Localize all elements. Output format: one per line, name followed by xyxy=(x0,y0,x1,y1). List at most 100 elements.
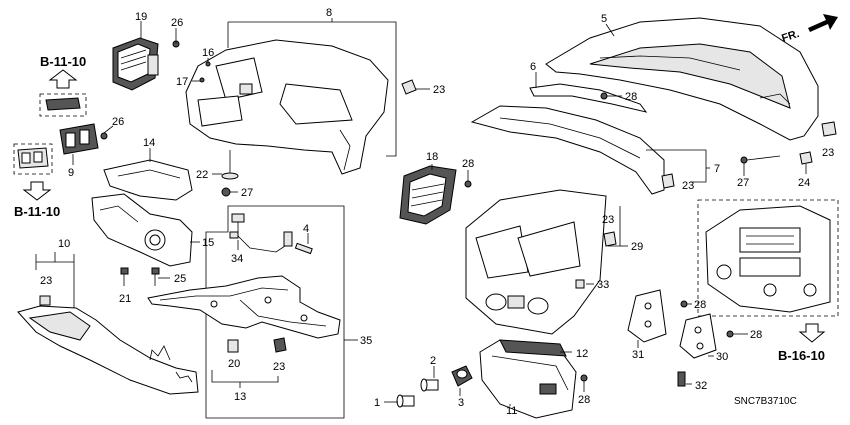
clip-23-garnish xyxy=(661,173,675,189)
callout-25: 25 xyxy=(174,273,186,285)
callout-26-left: 26 xyxy=(112,116,124,128)
clip-24 xyxy=(799,151,813,165)
callout-24: 24 xyxy=(798,177,810,189)
callout-2: 2 xyxy=(430,355,436,367)
screw-28-glovebox xyxy=(580,374,588,382)
callout-9: 9 xyxy=(68,167,74,179)
callout-21: 21 xyxy=(119,293,131,305)
bolt-32 xyxy=(677,371,686,387)
callout-32: 32 xyxy=(695,380,707,392)
callout-29: 29 xyxy=(631,241,643,253)
bolt-26-left xyxy=(100,132,108,140)
callout-30: 30 xyxy=(716,351,728,363)
part-30-bracket xyxy=(679,313,717,359)
part-19-side-vent xyxy=(112,37,159,91)
part-3-lighter-ring xyxy=(451,365,473,387)
part-12-glove-box-lid xyxy=(499,339,567,357)
screw-27-right xyxy=(740,156,748,164)
screw-28-bracket xyxy=(600,92,608,100)
callout-19: 19 xyxy=(135,11,147,23)
callout-28-b30: 28 xyxy=(750,329,762,341)
callout-12: 12 xyxy=(576,348,588,360)
clip-23-frame xyxy=(273,337,287,353)
callout-11: 11 xyxy=(506,405,517,417)
small-switch-top xyxy=(45,97,81,111)
callout-31: 31 xyxy=(632,349,644,361)
callout-13: 13 xyxy=(234,391,246,403)
part-31-bracket xyxy=(627,289,667,343)
callout-18: 18 xyxy=(426,151,438,163)
callout-16: 16 xyxy=(202,47,214,59)
clip-23-left xyxy=(39,295,51,306)
screw-27-center xyxy=(221,187,231,197)
part-2-lighter-socket xyxy=(420,378,439,392)
reference-b-11-10-top: B-11-10 xyxy=(40,54,86,69)
callout-26-top: 26 xyxy=(171,17,183,29)
screw-28-vent xyxy=(464,170,472,188)
clip-22 xyxy=(221,172,239,180)
callout-35: 35 xyxy=(360,335,372,347)
callout-20: 20 xyxy=(228,358,240,370)
clip-20 xyxy=(227,339,239,353)
part-7-garnish xyxy=(470,105,665,195)
callout-27-center: 27 xyxy=(241,187,253,199)
callout-23-left: 23 xyxy=(40,275,52,287)
callout-1: 1 xyxy=(374,397,380,409)
callout-15: 15 xyxy=(202,237,214,249)
callout-4: 4 xyxy=(303,223,309,235)
part-34-harness xyxy=(229,213,293,253)
callout-23-frame: 23 xyxy=(273,361,285,373)
part-14-column-cover-upper xyxy=(103,159,193,201)
callout-3: 3 xyxy=(458,397,464,409)
callout-33: 33 xyxy=(597,279,609,291)
callout-28-glovebox: 28 xyxy=(578,394,590,406)
clip-33 xyxy=(575,279,585,289)
callout-8: 8 xyxy=(326,7,332,19)
callout-10: 10 xyxy=(58,238,70,250)
reference-b-11-10-bottom: B-11-10 xyxy=(14,204,60,219)
reference-b-16-10: B-16-10 xyxy=(778,348,825,363)
part-9-switch-panel xyxy=(59,123,99,155)
clip-23-upper xyxy=(401,79,417,95)
callout-28-b31: 28 xyxy=(694,299,706,311)
up-arrow-icon xyxy=(48,69,78,89)
callout-7: 7 xyxy=(714,163,720,175)
diagram-code: SNC7B3710C xyxy=(734,396,797,407)
screw-28-b31 xyxy=(680,300,688,308)
screw-25 xyxy=(151,267,170,286)
clip-23-right xyxy=(821,121,837,137)
part-10-lower-cover xyxy=(17,305,199,395)
pin-4 xyxy=(294,242,313,255)
callout-23-panel: 23 xyxy=(602,214,614,226)
callout-23-right: 23 xyxy=(822,147,834,159)
callout-17: 17 xyxy=(176,76,188,88)
part-6-bracket xyxy=(529,83,648,113)
part-15-column-cover-lower xyxy=(91,193,193,267)
screw-28-b30 xyxy=(726,330,734,338)
callout-23-upper: 23 xyxy=(433,84,445,96)
front-arrow-icon xyxy=(808,14,838,32)
callout-23-garnish: 23 xyxy=(682,180,694,192)
part-18-center-vent xyxy=(399,165,457,225)
callout-28-vent: 28 xyxy=(462,158,474,170)
part-1-lighter xyxy=(396,394,415,408)
callout-6: 6 xyxy=(530,61,536,73)
down-arrow-icon-b1610 xyxy=(798,323,826,343)
callout-22: 22 xyxy=(196,169,208,181)
part-8-dashboard-upper xyxy=(185,39,389,175)
callout-5: 5 xyxy=(601,13,607,25)
front-label: FR. xyxy=(780,28,801,45)
screw-21 xyxy=(120,267,129,286)
part-5-dash-panel-upper xyxy=(545,17,819,141)
audio-panel-assembly xyxy=(705,205,831,313)
part-35-dash-frame xyxy=(147,275,341,339)
front-direction-indicator: FR. xyxy=(780,14,838,45)
down-arrow-icon xyxy=(22,181,52,201)
callout-14: 14 xyxy=(143,137,155,149)
callout-27-right: 27 xyxy=(737,177,749,189)
small-switch-bottom xyxy=(17,147,49,169)
clip-23-panel xyxy=(603,231,617,247)
callout-34: 34 xyxy=(231,253,243,265)
bolt-26-top xyxy=(172,28,180,48)
